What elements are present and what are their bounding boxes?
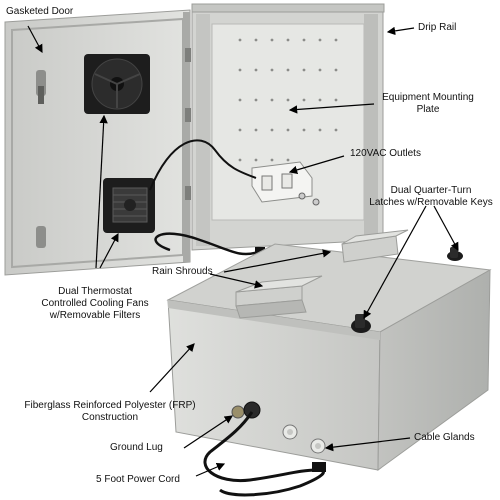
rain-shroud-rear: [341, 229, 409, 263]
label-fans: Dual Thermostat Controlled Cooling Fans …: [20, 286, 170, 322]
label-rain-shrouds: Rain Shrouds: [152, 266, 213, 277]
power-cord-gland: [243, 401, 261, 419]
cable-gland-1: [282, 424, 298, 440]
label-power-cord: 5 Foot Power Cord: [96, 474, 180, 485]
ground-lug: [231, 405, 245, 419]
arrow-ground-lug: [183, 415, 233, 449]
rain-shroud-front: [235, 275, 323, 319]
hinge-middle: [185, 108, 191, 122]
label-gasketed-door: Gasketed Door: [6, 6, 74, 17]
door-latch-bottom: [36, 226, 46, 248]
label-drip-rail: Drip Rail: [418, 22, 457, 33]
label-frp-line1: Fiberglass Reinforced Polyester (FRP): [24, 400, 196, 411]
arrow-mounting-plate: [288, 103, 375, 114]
arrow-drip-rail: [386, 26, 415, 36]
power-cord-upper: [154, 232, 259, 256]
arrow-rain-shroud-front: [209, 273, 264, 289]
cable-gland-2: [310, 438, 326, 454]
label-frp-line2: Construction: [81, 412, 139, 423]
label-fans-line2: Controlled Cooling Fans: [41, 298, 149, 309]
label-fans-line1: Dual Thermostat: [58, 286, 132, 297]
arrow-gasketed-door: [27, 25, 43, 54]
label-frp: Fiberglass Reinforced Polyester (FRP) Co…: [16, 400, 204, 424]
arrow-outlets: [288, 155, 345, 174]
label-cable-glands: Cable Glands: [414, 432, 475, 443]
label-ground-lug: Ground Lug: [110, 442, 163, 453]
arrow-frp: [149, 343, 195, 393]
leader-arrows: [27, 25, 459, 477]
label-mounting-plate: Equipment Mounting Plate: [374, 92, 482, 116]
label-mounting-plate-line2: Plate: [416, 104, 440, 115]
mounting-plate-holes: [238, 38, 338, 162]
label-fans-line3: w/Removable Filters: [49, 310, 141, 321]
arrow-fan-top: [95, 114, 108, 269]
power-cord-lower: [203, 411, 325, 497]
label-outlets: 120VAC Outlets: [350, 148, 421, 159]
label-mounting-plate-line1: Equipment Mounting: [382, 92, 474, 103]
hinge-top: [185, 48, 191, 62]
label-latches-line2: Latches w/Removable Keys: [369, 197, 493, 208]
arrow-cable-glands: [324, 437, 411, 452]
door-latch-top: [36, 70, 46, 104]
cooling-fan-bottom: [103, 178, 155, 233]
arrow-latch-front: [363, 205, 427, 320]
arrow-fan-bottom: [99, 232, 119, 269]
arrow-power-cord: [195, 462, 226, 477]
enclosure-closed: [166, 243, 492, 471]
quarter-turn-latch-rear: [447, 247, 463, 261]
arrow-rain-shroud-rear: [223, 249, 332, 273]
arrow-latch-rear: [433, 205, 459, 252]
label-latches-line1: Dual Quarter-Turn: [390, 185, 472, 196]
hinge-bottom: [185, 186, 191, 200]
quarter-turn-latch-front: [351, 314, 371, 333]
internal-fan-cable: [149, 139, 257, 191]
cooling-fan-top: [84, 54, 150, 114]
label-latches: Dual Quarter-Turn Latches w/Removable Ke…: [366, 185, 496, 209]
power-plug-lower: [312, 462, 326, 472]
